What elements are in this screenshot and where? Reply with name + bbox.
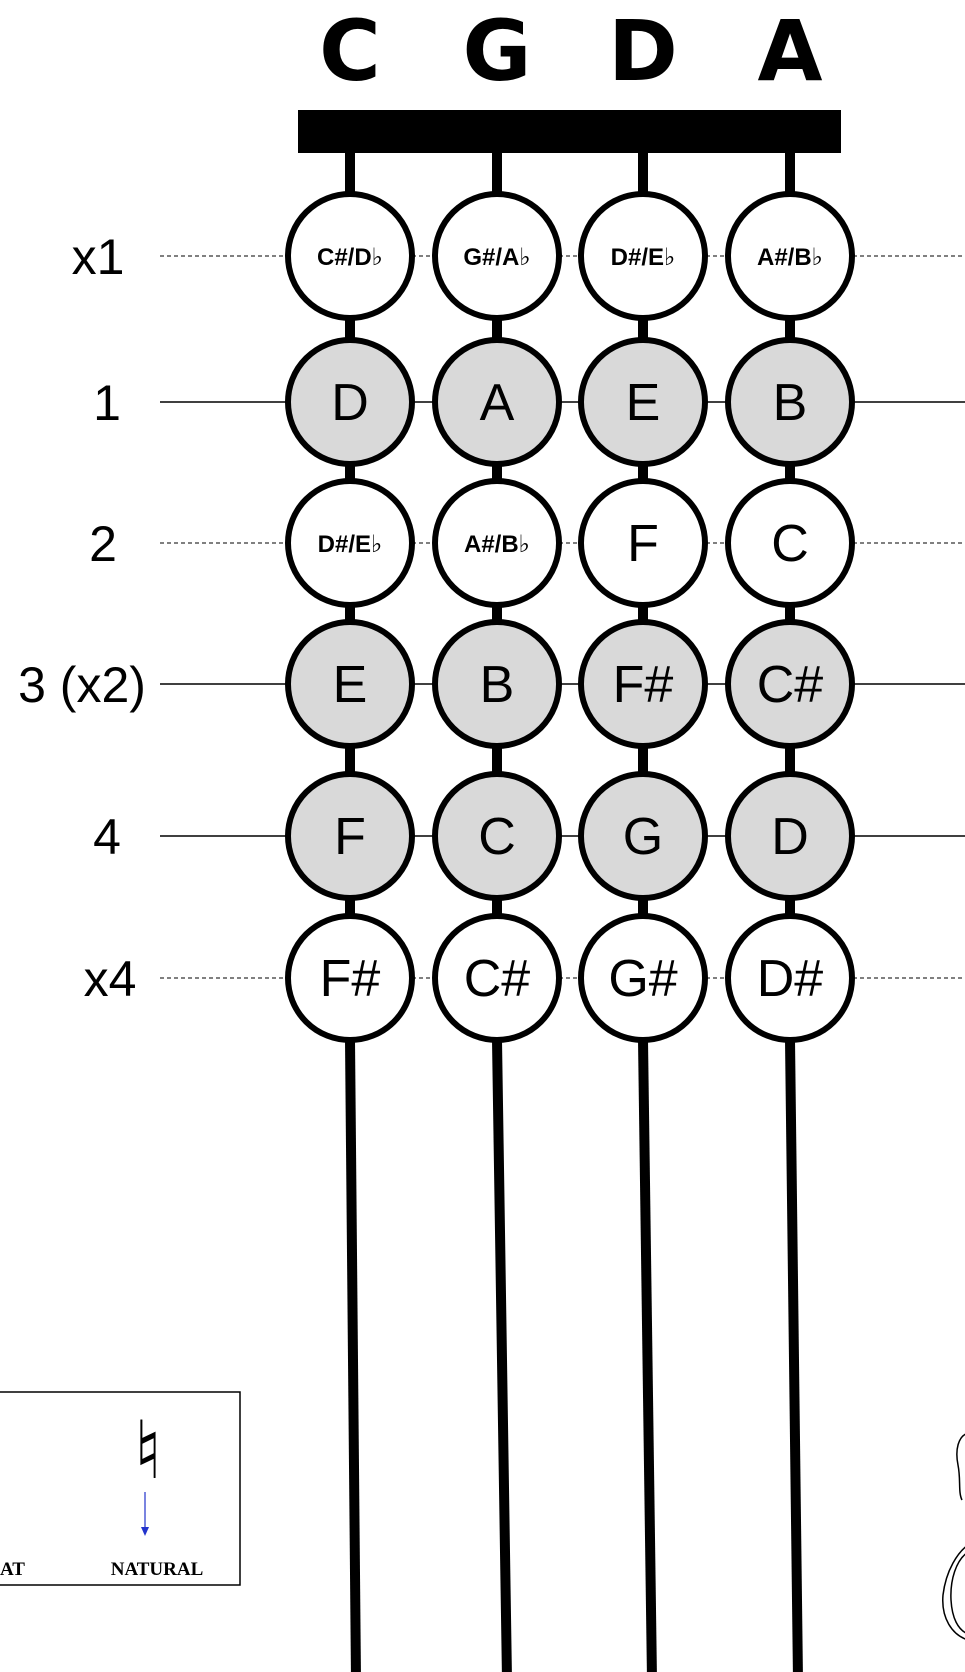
string-name: C	[319, 2, 381, 100]
note-label: B	[480, 656, 515, 714]
note-circle	[285, 478, 415, 608]
note-circle	[725, 478, 855, 608]
string-name: G	[463, 2, 532, 100]
note-grid: C#/D♭ G#/A♭ D#/E♭ A#/B♭ D A E B D#/E♭ A#/B♭ F C E B F#…	[285, 191, 855, 1043]
note-label: C#/D♭	[317, 244, 383, 271]
note-label: C#	[757, 656, 824, 714]
natural-symbol-icon: ♮	[134, 1408, 163, 1496]
note-circle	[285, 191, 415, 321]
string-line	[785, 1039, 803, 1672]
finger-label: 4	[93, 809, 121, 865]
string-connectors	[345, 150, 795, 916]
note-label: F#	[320, 950, 381, 1008]
note-label: C#	[464, 950, 531, 1008]
note-circle	[725, 337, 855, 467]
note-circle	[432, 771, 562, 901]
natural-arrowhead-icon	[141, 1527, 149, 1536]
finger-label: 2	[89, 516, 117, 572]
note-circle	[578, 913, 708, 1043]
legend-label-natural: NATURAL	[111, 1559, 204, 1580]
finger-labels: x1 1 2 3 (x2) 4 x4	[18, 229, 146, 1007]
note-label: B	[773, 374, 808, 432]
note-circle	[725, 771, 855, 901]
note-label: A#/B♭	[757, 244, 823, 271]
finger-label: x1	[72, 229, 125, 285]
legend-label-flat: AT	[0, 1559, 25, 1580]
string-name: D	[608, 2, 678, 100]
legend: ♮ AT NATURAL	[0, 1391, 241, 1586]
note-label: D	[771, 808, 809, 866]
string-line	[492, 1039, 512, 1672]
note-circle	[432, 191, 562, 321]
note-label: F#	[613, 656, 674, 714]
note-label: G	[623, 808, 663, 866]
note-circle	[432, 619, 562, 749]
note-label: A	[480, 374, 515, 432]
violin-outline-icon	[942, 1433, 965, 1640]
note-circle	[432, 913, 562, 1043]
strings	[345, 1039, 803, 1672]
note-label: F	[334, 808, 366, 866]
finger-label: 3 (x2)	[18, 657, 146, 713]
note-label: G#	[608, 950, 677, 1008]
note-label: G#/A♭	[463, 244, 530, 271]
note-circle	[725, 619, 855, 749]
note-label: D#/E♭	[318, 531, 383, 558]
note-circle	[578, 191, 708, 321]
note-label: A#/B♭	[464, 531, 530, 558]
note-label: C	[478, 808, 516, 866]
note-label: F	[627, 515, 659, 573]
note-circle	[725, 913, 855, 1043]
note-label: E	[626, 374, 661, 432]
note-circle	[285, 913, 415, 1043]
note-label: E	[333, 656, 368, 714]
note-circle	[578, 619, 708, 749]
string-line	[345, 1039, 361, 1672]
legend-box	[0, 1391, 241, 1586]
finger-label: x4	[84, 951, 137, 1007]
note-label: C	[771, 515, 809, 573]
note-label: D	[331, 374, 369, 432]
nut-bar	[298, 110, 841, 153]
note-circle	[432, 337, 562, 467]
note-label: D#/E♭	[611, 244, 676, 271]
note-circle	[578, 771, 708, 901]
note-circle	[285, 771, 415, 901]
note-circle	[285, 337, 415, 467]
note-label: D#	[757, 950, 824, 1008]
note-circle	[285, 619, 415, 749]
note-circle	[432, 478, 562, 608]
note-circle	[725, 191, 855, 321]
string-line	[638, 1039, 657, 1672]
string-name: A	[757, 2, 822, 100]
finger-label: 1	[93, 375, 121, 431]
note-circle	[578, 337, 708, 467]
note-circle	[578, 478, 708, 608]
